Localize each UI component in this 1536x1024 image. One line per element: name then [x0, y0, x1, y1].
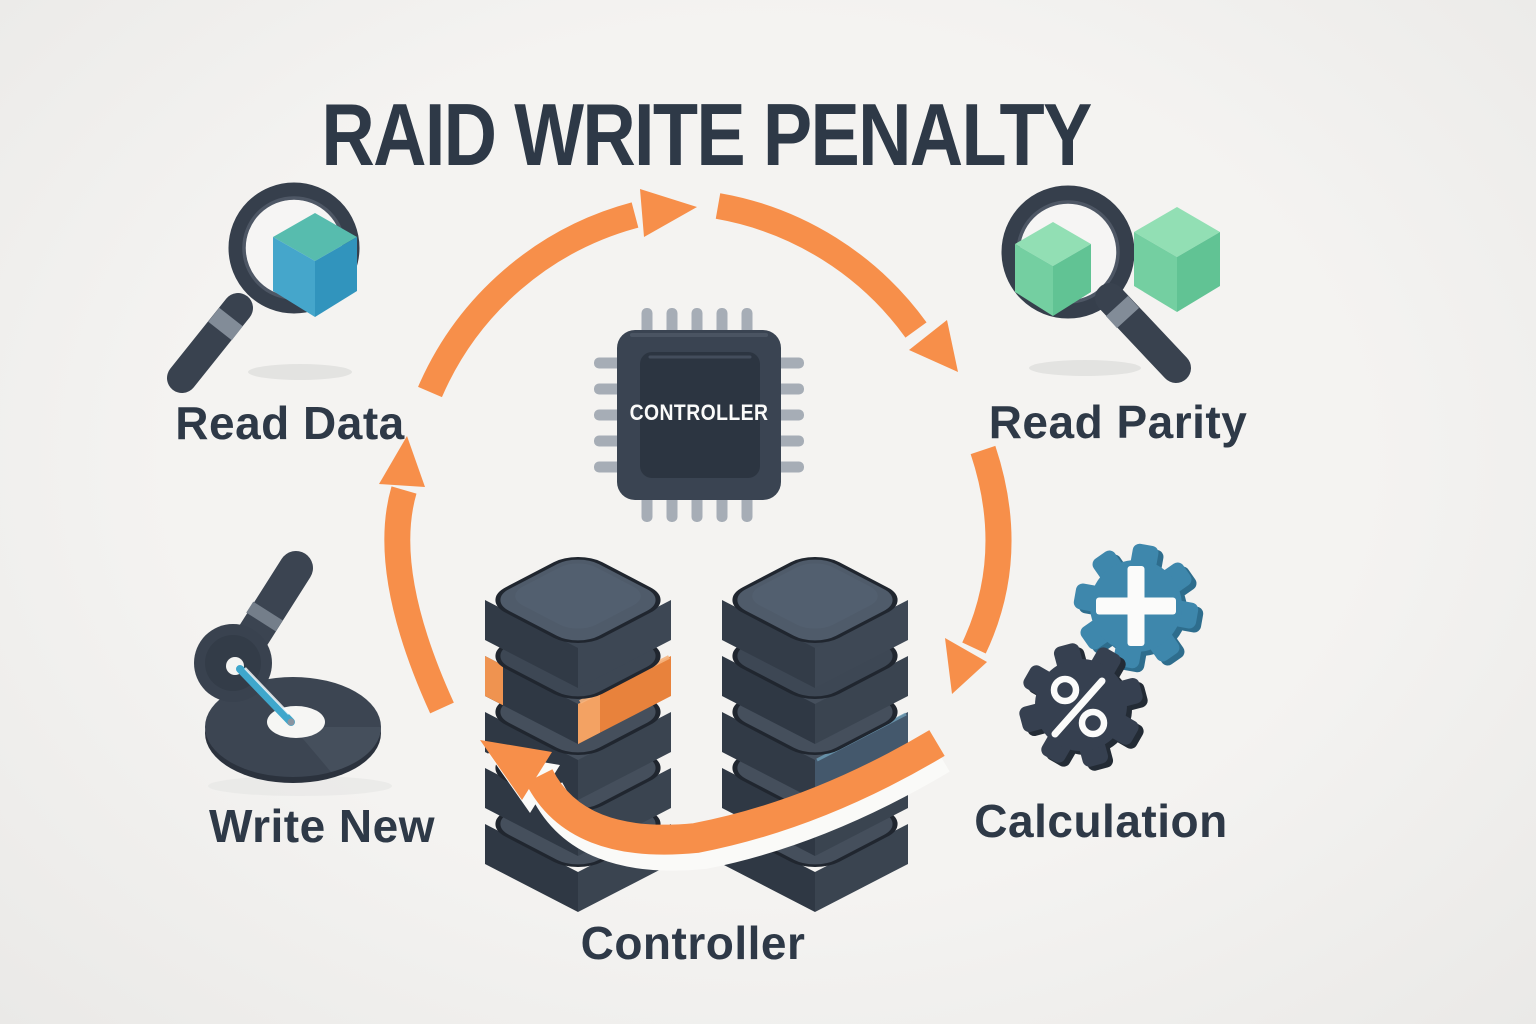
label-controller-stacks: Controller — [580, 917, 806, 969]
label-read-data: Read Data — [175, 397, 405, 449]
page-title: RAID WRITE PENALTY — [321, 85, 1092, 184]
arrow-writenew-to-readdata — [384, 486, 454, 714]
arrow-readdata-to-top — [418, 202, 639, 398]
plus-gear — [1072, 542, 1200, 670]
label-controller-chip: CONTROLLER — [629, 400, 769, 425]
arrow-calculation-to-writenew — [480, 730, 950, 871]
label-read-parity: Read Parity — [988, 396, 1248, 448]
magnifier-parity-cubes-icon — [1001, 185, 1220, 383]
disc-write-head-icon — [194, 551, 381, 783]
percent-icon — [1050, 675, 1108, 738]
cpu-chip-icon — [594, 308, 804, 522]
circular-orange-arrows — [379, 189, 1012, 714]
plus-icon — [1096, 566, 1176, 646]
label-write-new: Write New — [208, 800, 436, 852]
ground-shadows — [208, 360, 1141, 796]
label-calculation: Calculation — [974, 795, 1228, 847]
magnifier-cube-icon — [167, 182, 360, 393]
arrow-top-to-readparity — [715, 193, 927, 338]
arrow-readparity-to-calculation — [962, 445, 1012, 654]
percent-gear — [999, 623, 1163, 787]
gears-plus-percent-icon — [999, 542, 1205, 791]
chip-pins — [594, 308, 804, 522]
disk-stacks-icon — [485, 557, 908, 912]
